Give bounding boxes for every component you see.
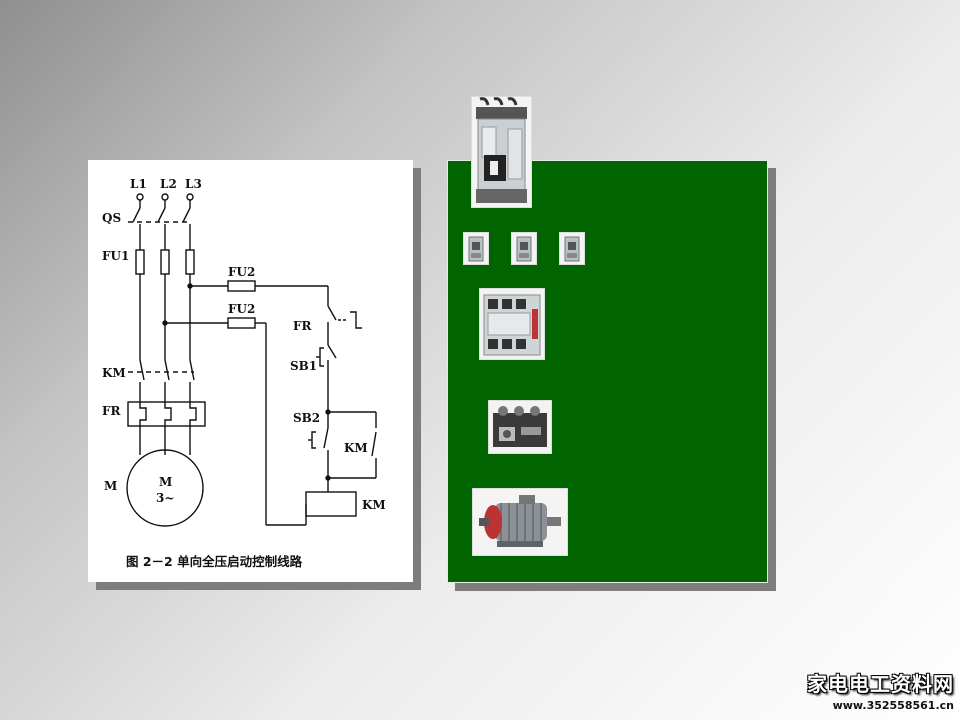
label-sb2: SB2 [293,411,320,425]
label-sb1: SB1 [290,359,317,373]
label-fu2-top: FU2 [228,265,255,279]
contactor-photo [479,288,545,360]
label-l2: L2 [160,177,177,191]
control-branch [305,286,377,525]
km-main-contacts [128,350,195,402]
circuit-diagram: L1 L2 L3 QS FU1 FU2 FU2 [102,177,386,569]
terminal-l3 [186,193,194,201]
label-m: M [104,479,117,493]
fr-thermal-element [127,401,206,455]
circuit-breaker-photo [471,96,532,208]
motor-symbol [126,449,204,527]
watermark: 家电电工资料网 www.352558561.cn [807,668,954,712]
terminal-l2 [161,193,169,201]
diagram-caption: 图 2－2 单向全压启动控制线路 [126,554,303,569]
label-fu2-bottom: FU2 [228,302,255,316]
label-qs: QS [102,211,121,225]
label-l3: L3 [185,177,202,191]
motor-label-m: M [159,475,172,489]
label-km-main: KM [102,366,126,380]
label-fu1: FU1 [102,249,129,263]
terminal-l1 [136,193,144,201]
qs-switch [128,200,191,250]
fu1-fuses [135,249,195,350]
fuse-photo-1 [463,232,489,265]
motor-photo [472,488,568,556]
label-km-coil: KM [362,498,386,512]
watermark-url: www.352558561.cn [832,699,954,712]
fuse-photo-2 [511,232,537,265]
watermark-title: 家电电工资料网 [807,672,954,696]
label-fr-main: FR [102,404,122,418]
control-taps [162,280,328,526]
circuit-diagram-panel: L1 L2 L3 QS FU1 FU2 FU2 [88,160,413,582]
motor-label-phase: 3~ [156,491,174,505]
fuse-photo-3 [559,232,585,265]
label-km-aux: KM [344,441,368,455]
label-fr-control: FR [293,319,313,333]
thermal-relay-photo [488,400,552,454]
label-l1: L1 [130,177,147,191]
